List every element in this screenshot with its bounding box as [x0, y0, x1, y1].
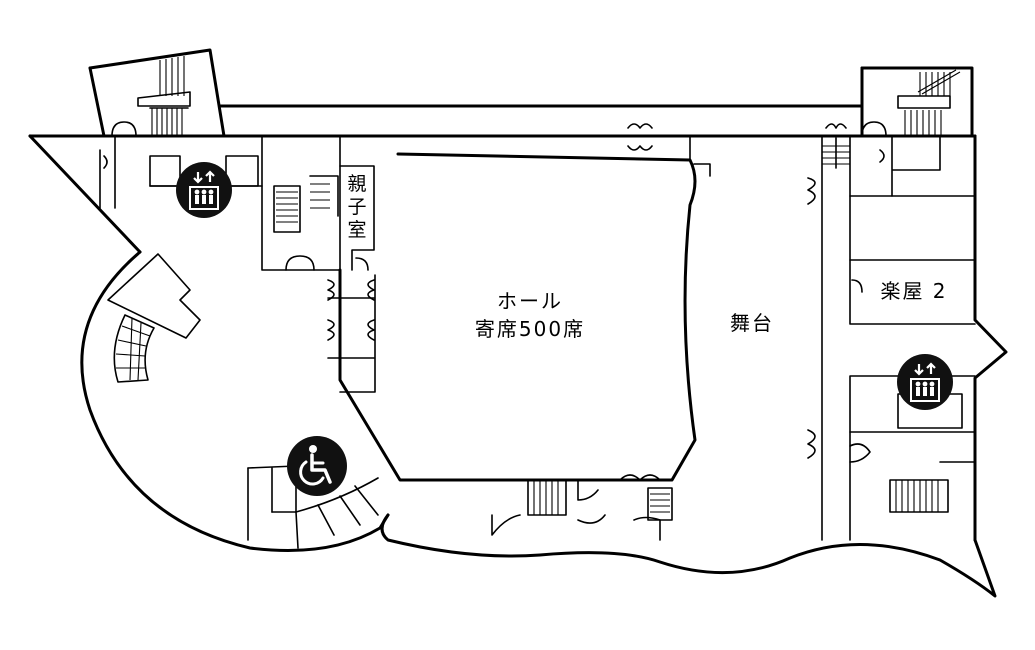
wheelchair-icon	[287, 436, 347, 496]
hall-doors	[327, 279, 375, 359]
lobby-interior	[99, 135, 263, 383]
stair-tower-right	[860, 66, 974, 138]
stair-core-left	[261, 135, 341, 271]
parent-child-room-label-1: 親	[347, 173, 366, 195]
hall-label-line1: ホール	[497, 289, 563, 313]
elevator-icon	[176, 162, 232, 218]
restroom-block	[247, 465, 379, 549]
stairs-bottom	[491, 474, 673, 541]
parent-child-room	[339, 165, 375, 271]
stair-tower-left	[88, 48, 226, 138]
parent-child-room-label-3: 室	[347, 219, 366, 241]
stage-area	[627, 123, 850, 541]
parent-child-room-label-2: 子	[347, 196, 366, 218]
hall-outline	[338, 135, 711, 482]
stage-label: 舞台	[730, 311, 774, 335]
right-rooms	[849, 135, 976, 541]
hall-label-line2: 寄席500席	[475, 317, 585, 341]
outer-shell	[28, 134, 1008, 598]
dressing-room-label: 楽屋 2	[880, 279, 947, 303]
elevator-icon	[897, 354, 953, 410]
